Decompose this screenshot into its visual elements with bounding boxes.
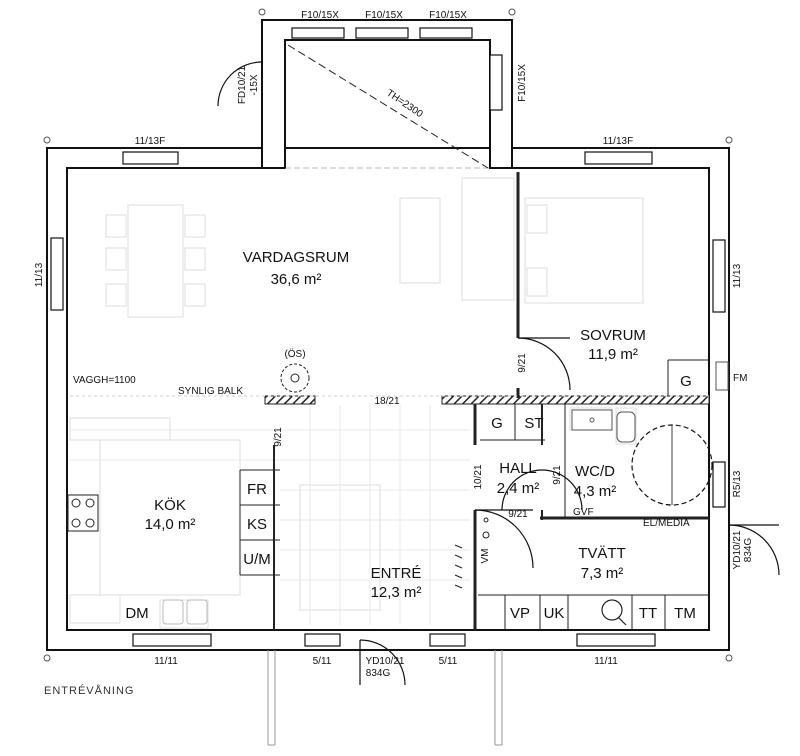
toilet-icon (571, 409, 636, 443)
window-label-top-left: 11/13F (135, 136, 165, 147)
door-label-bay-2: -15X (249, 74, 260, 95)
door-label-front-2: 834G (366, 668, 391, 679)
door-labels: FD10/21 -15X YD10/21 834G YD10/21 834G 9… (237, 65, 754, 679)
room-area-wcd: 4,3 m² (574, 483, 617, 500)
door-label-side-2: 834G (743, 538, 754, 563)
windows (50, 27, 726, 647)
el-media-annotation: EL/MEDIA (643, 518, 690, 529)
wardrobe-hangers (454, 544, 463, 589)
furniture-layer (69, 177, 644, 629)
door-label-kitchen: 9/21 (273, 427, 284, 447)
sink-icon (162, 599, 208, 625)
door-swings (217, 61, 780, 686)
fixture-g-hall: G (491, 415, 503, 432)
door-label-opening: 18/21 (374, 396, 399, 407)
os-annotation: (ÖS) (284, 348, 305, 360)
gvf-annotation: GVF (573, 507, 594, 518)
door-label-wc-right: 9/21 (552, 465, 563, 485)
room-area-sovrum: 11,9 m² (588, 346, 638, 363)
window-labels: F10/15X F10/15X F10/15X F10/15X 11/13F 1… (34, 10, 743, 667)
fixture-g-sovrum: G (680, 373, 692, 390)
corner-markers (43, 8, 733, 662)
room-area-entre: 12,3 m² (371, 584, 422, 601)
window-label-bottom-right: 11/11 (594, 656, 618, 667)
window-label-bottom-mid-right: 5/11 (439, 656, 458, 667)
porch (267, 650, 503, 746)
window-label-bottom-left: 11/11 (154, 656, 178, 667)
window-label-bay3: F10/15X (429, 10, 467, 21)
fixture-labels: G G ST FR KS U/M DM VM VP UK TT TM (125, 373, 696, 622)
room-name-entre: ENTRÉ (371, 565, 422, 582)
door-label-front-1: YD10/21 (366, 656, 405, 667)
room-area-hall: 2,4 m² (497, 480, 540, 497)
room-name-tvatt: TVÄTT (578, 545, 626, 562)
window-label-left: 11/13 (34, 262, 45, 287)
floor-tiles (70, 405, 470, 625)
window-label-bottom-mid-left: 5/11 (313, 656, 332, 667)
room-name-kok: KÖK (154, 496, 186, 514)
fixture-dm: DM (125, 605, 148, 622)
vaggh-annotation: VAGGH=1100 (73, 375, 136, 386)
fm-annotation: FM (733, 373, 747, 384)
fixture-uk: UK (544, 605, 565, 622)
synlig-balk-annotation: SYNLIG BALK (178, 386, 243, 397)
fixture-st: ST (524, 415, 543, 432)
vm-icon (482, 517, 490, 539)
door-label-sovrum: 9/21 (517, 353, 528, 373)
room-name-vardagsrum: VARDAGSRUM (243, 249, 349, 266)
window-label-bay1: F10/15X (301, 10, 339, 21)
fixture-vp: VP (510, 605, 530, 622)
door-label-side-1: YD10/21 (732, 530, 743, 569)
door-label-hall: 10/21 (473, 464, 484, 489)
window-label-wc-right: R5/13 (732, 470, 743, 497)
os-symbol (280, 363, 310, 393)
bay-diagonal (287, 44, 489, 169)
fm-box (715, 361, 729, 391)
fixture-vm: VM (480, 549, 491, 564)
interior-walls (70, 172, 710, 630)
window-label-top-right: 11/13F (603, 136, 633, 147)
room-area-kok: 14,0 m² (145, 516, 196, 533)
room-area-tvatt: 7,3 m² (581, 565, 624, 582)
stove-icon (67, 494, 99, 532)
room-area-vardagsrum: 36,6 m² (271, 271, 322, 288)
fixture-um: U/M (243, 551, 271, 568)
window-label-bay-right: F10/15X (517, 64, 528, 102)
floor-caption: ENTRÉVÅNING (44, 684, 134, 697)
room-name-wcd: WC/D (575, 463, 615, 480)
drain-icon (601, 599, 623, 621)
door-label-bay-1: FD10/21 (237, 65, 248, 104)
fixture-tm: TM (674, 605, 696, 622)
room-name-hall: HALL (499, 460, 537, 477)
room-labels: VARDAGSRUM 36,6 m² SOVRUM 11,9 m² KÖK 14… (145, 249, 646, 601)
th-annotation: TH=2300 (384, 88, 425, 121)
room-name-sovrum: SOVRUM (580, 327, 646, 344)
fixture-ks: KS (247, 516, 267, 533)
door-label-wc-left: 9/21 (508, 509, 528, 520)
window-label-bay2: F10/15X (365, 10, 403, 21)
fixture-tt: TT (639, 605, 657, 622)
fixture-fr: FR (247, 481, 267, 498)
window-label-right: 11/13 (732, 263, 743, 288)
